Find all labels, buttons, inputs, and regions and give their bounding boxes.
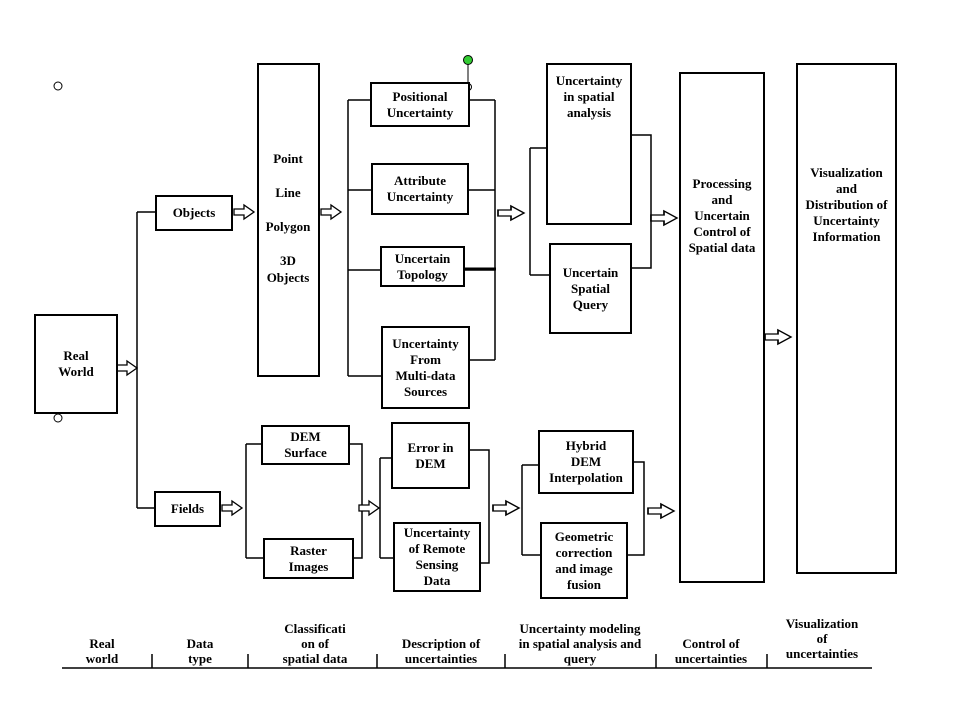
footer-separators xyxy=(151,654,768,668)
node-attribute-uncertainty[interactable]: Attribute Uncertainty xyxy=(371,163,469,215)
footer-label-description: Description of uncertainties xyxy=(401,636,481,666)
node-error-in-dem[interactable]: Error in DEM xyxy=(391,422,470,489)
selection-handle-top-left xyxy=(53,81,63,91)
footer-label-control: Control of uncertainties xyxy=(674,636,748,666)
object-type-objects: Objects xyxy=(266,270,310,285)
footer-label-modeling: Uncertainty modeling in spatial analysis… xyxy=(518,621,642,666)
footer-label-visualization: Visualization of uncertainties xyxy=(785,616,859,661)
node-multi-source-uncertainty[interactable]: Uncertainty From Multi-data Sources xyxy=(381,326,470,409)
arrow-processing xyxy=(764,329,792,345)
connector-error-bracket xyxy=(379,457,393,559)
node-real-world[interactable]: Real World xyxy=(34,314,118,414)
connector-objects-bracket xyxy=(347,99,381,377)
footer-label-real-world: Real world xyxy=(85,636,119,666)
connector-positional-right xyxy=(467,90,495,101)
node-processing-control[interactable]: Processing and Uncertain Control of Spat… xyxy=(679,72,765,583)
connector-analysis-right xyxy=(630,134,652,269)
object-type-line: Line xyxy=(275,185,301,200)
object-type-polygon: Polygon xyxy=(265,219,311,234)
node-hybrid-dem-interpolation[interactable]: Hybrid DEM Interpolation xyxy=(538,430,634,494)
arrow-realworld xyxy=(116,360,138,376)
connector-uncertainty-right xyxy=(465,100,496,361)
arrow-objects xyxy=(233,204,255,220)
arrow-classification xyxy=(320,204,342,220)
arrow-geometric xyxy=(647,503,675,519)
connector-fields-bracket xyxy=(245,443,263,559)
node-spatial-analysis-uncertainty[interactable]: Uncertainty in spatial analysis xyxy=(546,63,632,225)
selection-handle-bottom-left xyxy=(53,413,63,423)
footer-label-classification: Classificati on of spatial data xyxy=(282,621,348,666)
rotation-handle[interactable] xyxy=(463,55,473,65)
arrow-remote xyxy=(492,500,520,516)
node-raster-images[interactable]: Raster Images xyxy=(263,538,354,579)
object-type-point: Point xyxy=(273,151,303,166)
arrow-description xyxy=(497,205,525,221)
node-uncertain-topology[interactable]: Uncertain Topology xyxy=(380,246,465,287)
connector-error-right xyxy=(470,449,490,564)
connector-hybrid-bracket xyxy=(521,464,540,556)
connector-hybrid-right xyxy=(628,461,645,556)
node-objects[interactable]: Objects xyxy=(155,195,233,231)
connector-analysis-bracket xyxy=(529,147,550,276)
footer-label-data-type: Data type xyxy=(186,636,214,666)
node-object-types[interactable] xyxy=(257,63,320,377)
node-dem-surface[interactable]: DEM Surface xyxy=(261,425,350,465)
object-type-3d: 3D xyxy=(280,253,296,268)
node-remote-sensing-uncertainty[interactable]: Uncertainty of Remote Sensing Data xyxy=(393,522,481,592)
node-geometric-correction[interactable]: Geometric correction and image fusion xyxy=(540,522,628,599)
node-fields[interactable]: Fields xyxy=(154,491,221,527)
node-uncertain-spatial-query[interactable]: Uncertain Spatial Query xyxy=(549,243,632,334)
arrow-fields xyxy=(221,500,243,516)
arrow-analysis xyxy=(650,210,678,226)
connector-dem-right xyxy=(350,443,363,559)
node-positional-uncertainty[interactable]: Positional Uncertainty xyxy=(370,82,470,127)
object-types-list: Point Line Polygon 3D Objects xyxy=(258,150,318,286)
connector-realworld-split xyxy=(136,211,155,509)
node-visualization-distribution[interactable]: Visualization and Distribution of Uncert… xyxy=(796,63,897,574)
